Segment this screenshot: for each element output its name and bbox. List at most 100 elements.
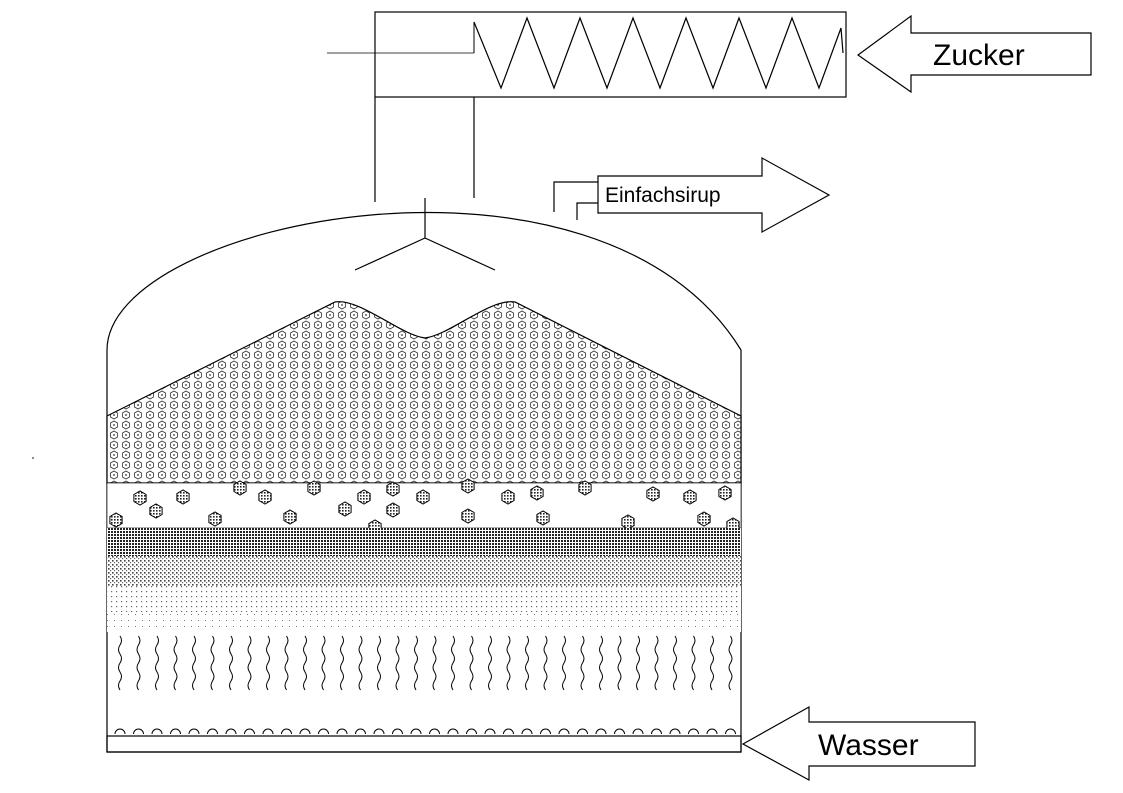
water-wave-line <box>284 635 289 691</box>
water-wave-line <box>525 635 529 691</box>
water-bubble <box>151 728 163 735</box>
water-wave-line <box>691 635 696 691</box>
water-bubble <box>207 728 218 735</box>
sugar-crystal <box>461 478 475 494</box>
water-bubble <box>429 728 440 735</box>
sugar-crystals <box>109 478 740 535</box>
water-flow-zone <box>118 635 733 691</box>
water-bubble <box>521 728 533 735</box>
water-bubble <box>688 728 699 735</box>
water-channel <box>106 735 742 753</box>
water-bubble <box>669 728 681 735</box>
light-syrup-band <box>107 586 741 612</box>
sugar-crystal <box>530 485 544 501</box>
stray-mark <box>32 457 34 459</box>
water-wave-line <box>580 635 585 691</box>
water-bubble <box>355 728 366 735</box>
water-bubble <box>466 728 477 735</box>
water-bubble <box>318 728 329 735</box>
sugar-crystal <box>109 512 123 528</box>
water-bubble <box>558 728 570 735</box>
sugar-crystal <box>283 509 297 525</box>
sugar-heap <box>106 301 742 484</box>
sugar-label: Zucker <box>933 39 1025 72</box>
water-wave-line <box>377 635 381 691</box>
water-wave-line <box>155 635 159 691</box>
sugar-crystal <box>683 489 697 505</box>
water-bubble <box>281 728 292 735</box>
water-wave-line <box>599 635 603 691</box>
syrup-pipe-inner <box>576 202 598 220</box>
dense-syrup-band <box>107 528 741 556</box>
water-bubble <box>503 728 514 735</box>
water-wave-line <box>358 635 363 691</box>
water-wave-line <box>414 635 418 691</box>
water-bubble <box>706 728 718 735</box>
water-bubble <box>410 728 422 735</box>
water-bubble <box>133 728 144 735</box>
water-wave-line <box>673 635 677 691</box>
water-wave-line <box>118 635 122 691</box>
syrup-outlet-arrow <box>597 156 831 234</box>
water-inlet-arrow: Wasser <box>741 705 976 782</box>
sugar-crystal <box>621 514 635 530</box>
water-bubble <box>392 728 403 735</box>
water-bubble <box>725 728 736 735</box>
water-wave-line <box>469 635 474 691</box>
screw-conveyor <box>327 11 847 202</box>
water-bubble <box>114 728 126 735</box>
sugar-crystal <box>133 490 147 506</box>
water-wave-line <box>451 635 455 691</box>
sugar-crystal <box>258 489 272 505</box>
water-bubble <box>484 728 496 735</box>
tank <box>106 198 742 753</box>
syrup-outlet: Einfachsirup <box>553 156 831 234</box>
tank-shell <box>106 212 742 753</box>
water-wave-line <box>728 635 733 691</box>
syrup-pipe-outer <box>553 181 598 212</box>
sugar-distributor <box>354 198 496 271</box>
water-bubbles-row <box>114 728 736 735</box>
conveyor-housing <box>374 11 847 98</box>
water-bubble <box>632 728 644 735</box>
water-wave-line <box>210 635 215 691</box>
sugar-crystal <box>501 489 515 505</box>
sugar-crystal <box>386 481 400 497</box>
water-bubble <box>225 728 237 735</box>
sugar-crystal <box>536 510 550 526</box>
water-wave-line <box>506 635 511 691</box>
water-bubble <box>577 728 588 735</box>
water-wave-line <box>229 635 233 691</box>
water-bubble <box>336 728 348 735</box>
water-bubble <box>614 728 625 735</box>
water-wave-line <box>192 635 196 691</box>
sugar-crystal <box>646 486 660 502</box>
water-wave-line <box>136 635 141 691</box>
mid-syrup-band <box>107 556 741 586</box>
sugar-crystal <box>578 480 592 496</box>
sugar-crystal <box>149 503 163 519</box>
water-wave-line <box>636 635 640 691</box>
water-bubble <box>170 728 181 735</box>
water-wave-line <box>543 635 548 691</box>
crystal-layer <box>106 482 742 529</box>
sugar-crystal <box>461 508 475 524</box>
water-wave-line <box>173 635 178 691</box>
water-wave-line <box>321 635 326 691</box>
water-bubble <box>244 728 255 735</box>
sugar-crystal <box>718 485 732 501</box>
water-label: Wasser <box>818 729 919 762</box>
sparse-syrup-band <box>107 612 741 632</box>
screw-flight <box>473 16 844 90</box>
water-bubble <box>540 728 551 735</box>
water-wave-line <box>395 635 400 691</box>
sugar-crystal <box>233 480 247 496</box>
sugar-crystal <box>208 511 222 527</box>
sugar-crystal <box>416 489 430 505</box>
sugar-crystal <box>386 502 400 518</box>
water-bubble <box>651 728 662 735</box>
water-wave-line <box>340 635 344 691</box>
water-wave-line <box>247 635 252 691</box>
sugar-crystal <box>697 511 711 527</box>
